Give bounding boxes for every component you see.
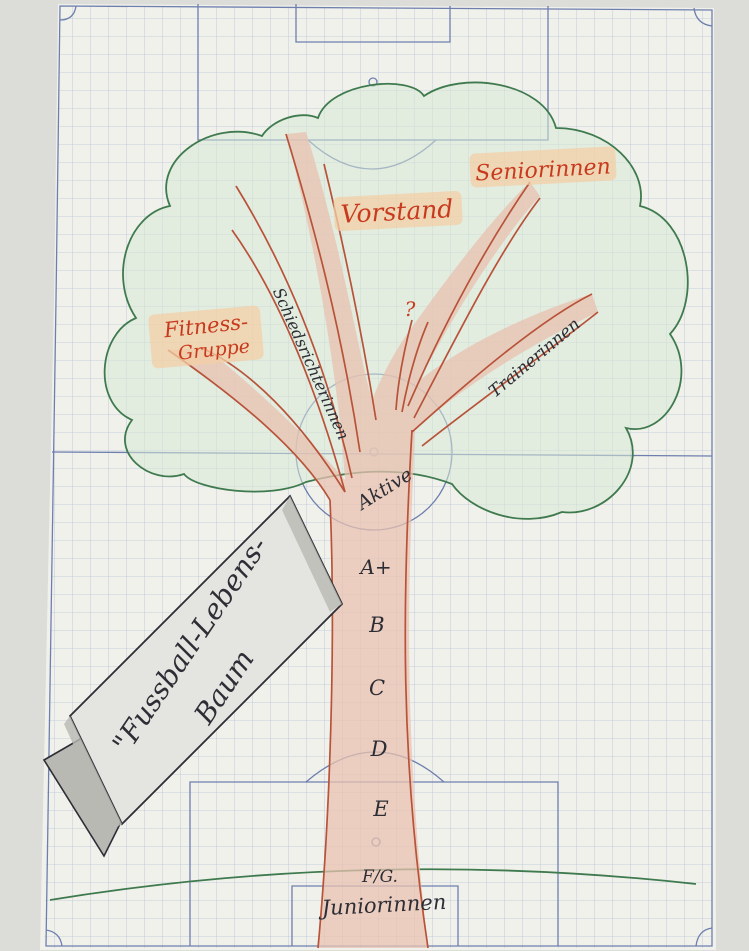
trunk-left-edge: [317, 499, 334, 949]
label-question: ?: [405, 297, 416, 321]
label-vorstand: Vorstand: [340, 194, 454, 229]
banner-shade-bottom: [64, 716, 122, 830]
branch-senior-right: [413, 197, 541, 419]
branch-vorstand-left: [285, 133, 361, 453]
corner-arc-tr: [693, 7, 713, 27]
branch-senior-left: [407, 181, 531, 407]
trunk-level-e: E: [372, 797, 388, 821]
branch-question-2: [401, 321, 429, 413]
branch-schiri-upper: [235, 185, 353, 479]
trunk-level-a-plus: A+: [358, 555, 391, 579]
trunk-level-f-g: F/G.: [361, 867, 398, 887]
branch-schiri-lower: [231, 229, 346, 493]
branch-question-1: [395, 319, 413, 411]
trunk-right-edge: [404, 429, 429, 949]
corner-arc-br: [695, 927, 713, 947]
banner-shade: [282, 496, 342, 612]
branch-trainer-lower: [421, 311, 599, 447]
label-highlights: [148, 146, 617, 369]
trunk-level-c: C: [369, 676, 385, 700]
branch-trainer-upper: [411, 293, 593, 433]
tree-trunk: [168, 132, 598, 948]
branch-vorstand-right: [323, 163, 377, 421]
top-goal-box: [295, 4, 451, 43]
trunk-level-b: B: [368, 613, 384, 637]
corner-arc-tl: [59, 5, 77, 21]
branch-fitness-lower: [167, 349, 331, 501]
corner-arc-bl: [45, 929, 63, 947]
trunk-level-d: D: [370, 737, 388, 761]
